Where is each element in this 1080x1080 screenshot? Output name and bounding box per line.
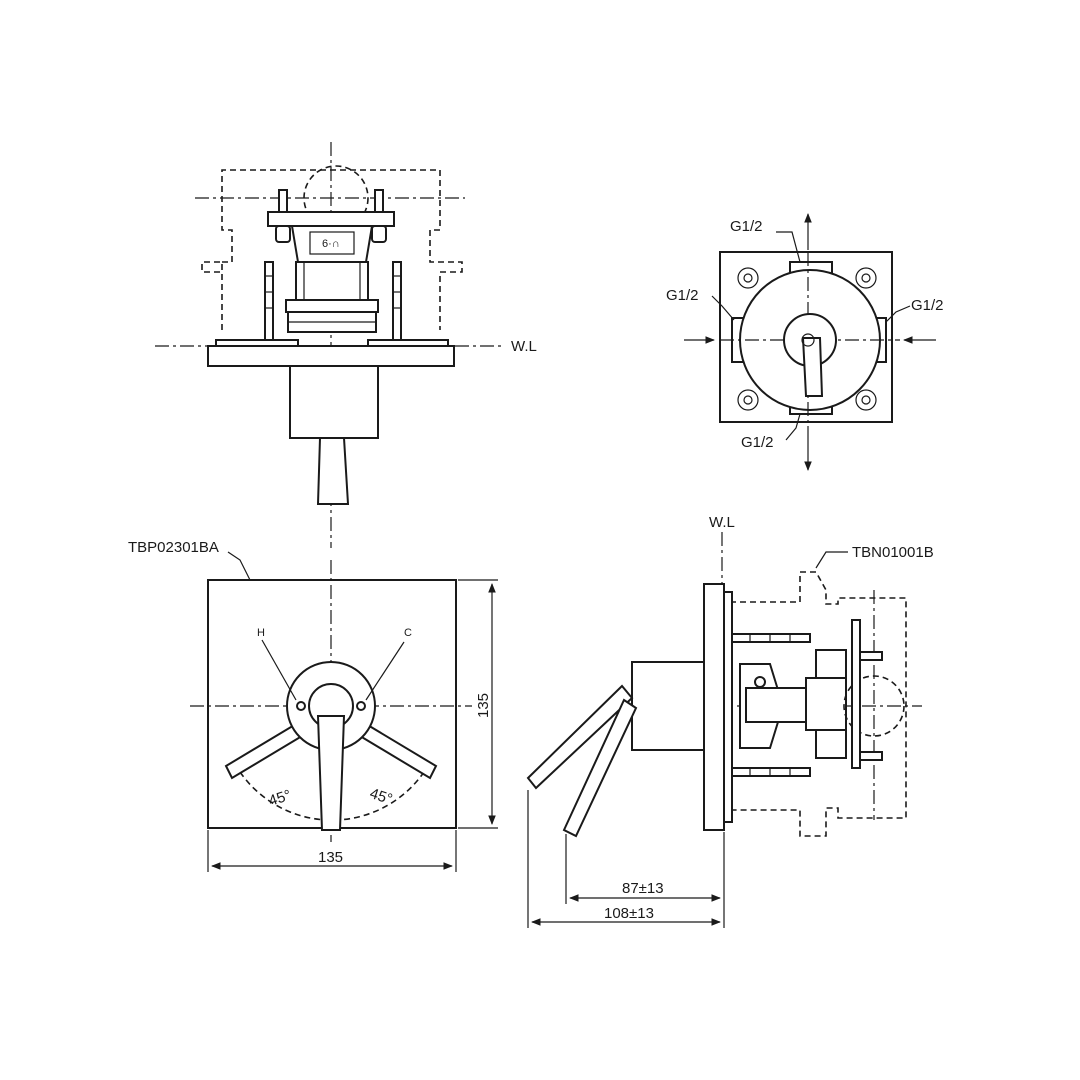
side-view <box>526 532 922 928</box>
cartridge-mark: 6·∩ <box>322 238 340 250</box>
angle-label-right: 45° <box>368 785 395 808</box>
depth-total-dimension: 108±13 <box>604 905 654 922</box>
port-label-left: G1/2 <box>666 287 699 304</box>
valve-body-model-label: TBN01001B <box>852 544 934 561</box>
plate-height-dimension: 135 <box>475 693 492 718</box>
plate-width-dimension: 135 <box>318 849 343 866</box>
depth-body-dimension: 87±13 <box>622 880 664 897</box>
port-label-right: G1/2 <box>911 297 944 314</box>
wall-line-label-side: W.L <box>709 514 735 531</box>
front-view <box>190 551 498 872</box>
top-view: 6·∩ <box>155 142 505 548</box>
inlet-view <box>684 213 936 471</box>
angle-label-left: 45° <box>267 787 294 810</box>
port-label-bottom: G1/2 <box>741 434 774 451</box>
port-label-top: G1/2 <box>730 218 763 235</box>
trim-plate-model-label: TBP02301BA <box>128 539 219 556</box>
cold-mark: C <box>404 627 412 639</box>
wall-line-label-top: W.L <box>511 338 537 355</box>
hot-mark: H <box>257 627 265 639</box>
